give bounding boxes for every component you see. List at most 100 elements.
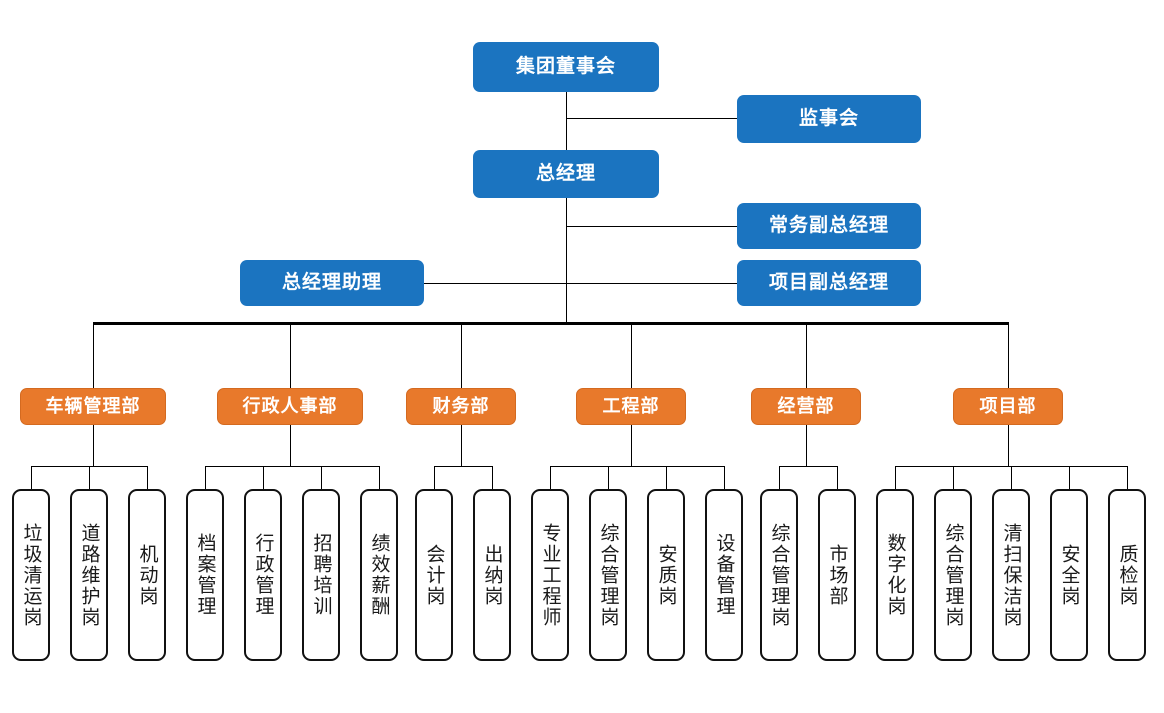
connector-leaf-drop-16 <box>953 466 954 489</box>
node-executive-deputy-label: 常务副总经理 <box>768 215 889 237</box>
leaf-position-13[interactable]: 综合管理岗 <box>760 489 798 661</box>
leaf-position-11[interactable]: 安质岗 <box>647 489 685 661</box>
node-department-operations[interactable]: 经营部 <box>751 388 861 425</box>
leaf-label-19: 质检岗 <box>1116 543 1138 607</box>
connector-dept-4-stem <box>806 425 807 466</box>
connector-subbus-4 <box>779 466 837 467</box>
connector-leaf-drop-17 <box>1011 466 1012 489</box>
department-label-2: 财务部 <box>432 396 490 417</box>
connector-leaf-drop-13 <box>779 466 780 489</box>
connector-bus-to-dept-1 <box>290 322 291 388</box>
leaf-position-15[interactable]: 数字化岗 <box>876 489 914 661</box>
node-department-engineering[interactable]: 工程部 <box>576 388 686 425</box>
connector-bus-to-dept-3 <box>631 322 632 388</box>
leaf-label-3: 档案管理 <box>194 533 216 617</box>
department-label-0: 车辆管理部 <box>45 396 141 417</box>
connector-to-gm-assistant <box>424 283 566 284</box>
node-department-finance[interactable]: 财务部 <box>406 388 516 425</box>
node-gm-assistant-label: 总经理助理 <box>281 272 382 294</box>
node-gm-assistant[interactable]: 总经理助理 <box>240 260 424 306</box>
leaf-position-16[interactable]: 综合管理岗 <box>934 489 972 661</box>
connector-leaf-drop-3 <box>205 466 206 489</box>
leaf-position-8[interactable]: 出纳岗 <box>473 489 511 661</box>
connector-leaf-drop-2 <box>147 466 148 489</box>
node-general-manager-label: 总经理 <box>535 163 596 185</box>
connector-dept-2-stem <box>461 425 462 466</box>
connector-leaf-drop-12 <box>724 466 725 489</box>
node-department-project[interactable]: 项目部 <box>953 388 1063 425</box>
node-supervisory-board[interactable]: 监事会 <box>737 95 921 143</box>
leaf-position-2[interactable]: 机动岗 <box>128 489 166 661</box>
connector-dept-5-stem <box>1008 425 1009 466</box>
leaf-label-18: 安全岗 <box>1058 543 1080 607</box>
connector-bus-to-dept-0 <box>93 322 94 388</box>
leaf-position-17[interactable]: 清扫保洁岗 <box>992 489 1030 661</box>
connector-to-executive-deputy <box>566 226 738 227</box>
leaf-position-18[interactable]: 安全岗 <box>1050 489 1088 661</box>
connector-leaf-drop-1 <box>89 466 90 489</box>
leaf-label-16: 综合管理岗 <box>942 522 964 628</box>
leaf-label-0: 垃圾清运岗 <box>20 522 42 628</box>
leaf-position-10[interactable]: 综合管理岗 <box>589 489 627 661</box>
connector-leaf-drop-7 <box>434 466 435 489</box>
connector-leaf-drop-6 <box>379 466 380 489</box>
node-executive-deputy-manager[interactable]: 常务副总经理 <box>737 203 921 249</box>
connector-leaf-drop-15 <box>895 466 896 489</box>
leaf-label-7: 会计岗 <box>423 543 445 607</box>
connector-dept-1-stem <box>290 425 291 466</box>
leaf-label-13: 综合管理岗 <box>768 522 790 628</box>
connector-leaf-drop-8 <box>492 466 493 489</box>
leaf-label-8: 出纳岗 <box>481 543 503 607</box>
leaf-position-0[interactable]: 垃圾清运岗 <box>12 489 50 661</box>
connector-subbus-2 <box>434 466 492 467</box>
connector-to-supervisory <box>566 118 738 119</box>
connector-bus-to-dept-2 <box>461 322 462 388</box>
connector-dept-3-stem <box>631 425 632 466</box>
leaf-label-2: 机动岗 <box>136 543 158 607</box>
leaf-position-4[interactable]: 行政管理 <box>244 489 282 661</box>
node-project-deputy-label: 项目副总经理 <box>768 272 889 294</box>
leaf-label-1: 道路维护岗 <box>78 522 100 628</box>
node-board-label: 集团董事会 <box>515 56 616 78</box>
node-project-deputy-manager[interactable]: 项目副总经理 <box>737 260 921 306</box>
leaf-label-9: 专业工程师 <box>539 522 561 628</box>
connector-to-project-deputy <box>566 283 738 284</box>
node-board-of-directors[interactable]: 集团董事会 <box>473 42 659 92</box>
node-general-manager[interactable]: 总经理 <box>473 150 659 198</box>
connector-leaf-drop-11 <box>666 466 667 489</box>
leaf-position-3[interactable]: 档案管理 <box>186 489 224 661</box>
leaf-label-12: 设备管理 <box>713 533 735 617</box>
node-supervisory-label: 监事会 <box>798 108 859 130</box>
connector-bus-to-dept-5 <box>1008 322 1009 388</box>
connector-leaf-drop-4 <box>263 466 264 489</box>
leaf-position-7[interactable]: 会计岗 <box>415 489 453 661</box>
department-label-5: 项目部 <box>979 396 1037 417</box>
connector-leaf-drop-0 <box>31 466 32 489</box>
connector-board-to-gm <box>566 92 567 152</box>
connector-leaf-drop-19 <box>1127 466 1128 489</box>
leaf-position-1[interactable]: 道路维护岗 <box>70 489 108 661</box>
connector-dept-0-stem <box>93 425 94 466</box>
leaf-position-6[interactable]: 绩效薪酬 <box>360 489 398 661</box>
leaf-label-11: 安质岗 <box>655 543 677 607</box>
connector-leaf-drop-14 <box>837 466 838 489</box>
leaf-position-14[interactable]: 市场部 <box>818 489 856 661</box>
department-label-4: 经营部 <box>777 396 835 417</box>
leaf-label-6: 绩效薪酬 <box>368 533 390 617</box>
connector-subbus-1 <box>205 466 379 467</box>
connector-gm-spine <box>566 198 567 324</box>
leaf-label-4: 行政管理 <box>252 533 274 617</box>
connector-department-bus <box>93 322 1009 325</box>
leaf-position-9[interactable]: 专业工程师 <box>531 489 569 661</box>
connector-leaf-drop-5 <box>321 466 322 489</box>
leaf-label-17: 清扫保洁岗 <box>1000 522 1022 628</box>
leaf-label-14: 市场部 <box>826 543 848 607</box>
node-department-hr-admin[interactable]: 行政人事部 <box>217 388 363 425</box>
connector-subbus-3 <box>550 466 724 467</box>
leaf-position-12[interactable]: 设备管理 <box>705 489 743 661</box>
department-label-3: 工程部 <box>602 396 660 417</box>
leaf-position-19[interactable]: 质检岗 <box>1108 489 1146 661</box>
node-department-vehicle[interactable]: 车辆管理部 <box>20 388 166 425</box>
leaf-position-5[interactable]: 招聘培训 <box>302 489 340 661</box>
